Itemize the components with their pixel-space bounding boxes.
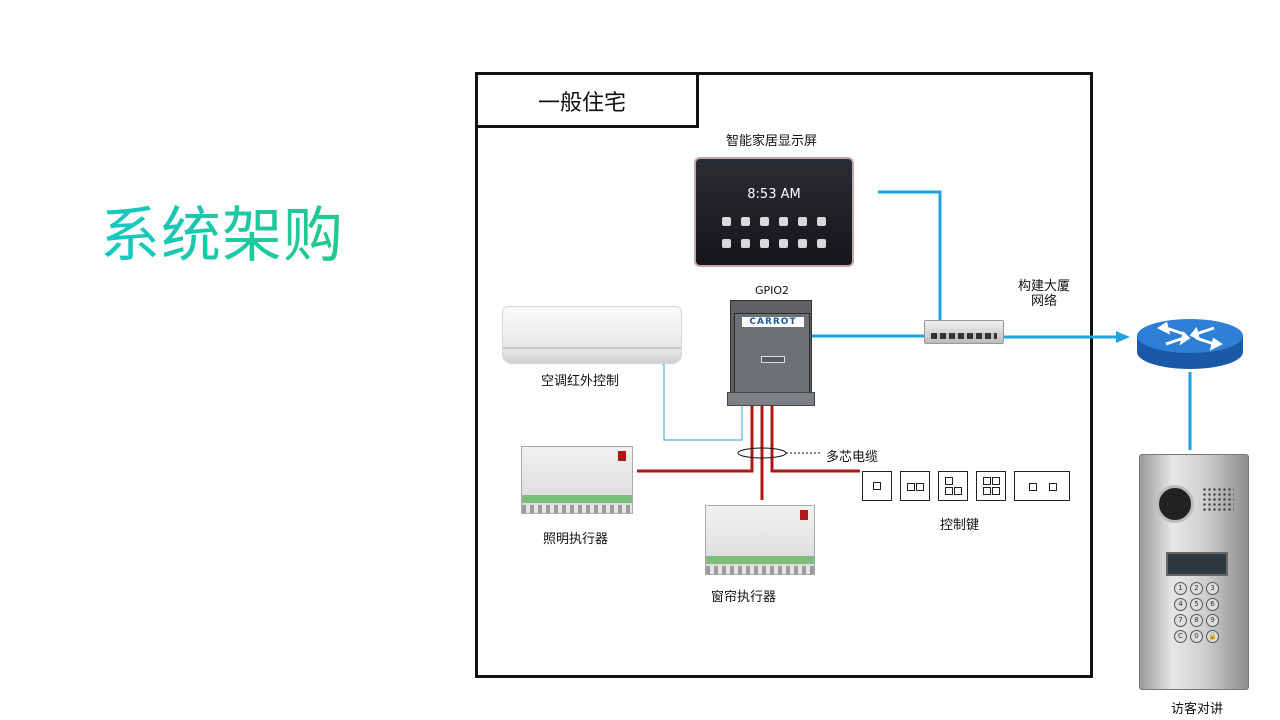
- keypad-key: 5: [1190, 598, 1203, 611]
- door-camera: [1156, 485, 1194, 523]
- cable-label: 多芯电缆: [826, 450, 879, 465]
- ac-label: 空调红外控制: [541, 374, 620, 389]
- keys-wire: [770, 404, 860, 473]
- panel-icon: [722, 239, 731, 248]
- gpio-slot: [761, 356, 785, 363]
- panel-icon: [760, 239, 769, 248]
- keypad-key: 0: [1190, 630, 1203, 643]
- control-key-2: [900, 471, 930, 501]
- lighting-label: 照明执行器: [543, 532, 609, 547]
- panel-icon: [760, 217, 769, 226]
- keypad-key: 4: [1174, 598, 1187, 611]
- gpio-module: CARROT: [730, 300, 812, 400]
- panel-icon: [779, 217, 788, 226]
- panel-icon: [722, 217, 731, 226]
- network-label-line2: 网络: [1031, 294, 1058, 309]
- panel-icon: [779, 239, 788, 248]
- router-arrow: [1116, 331, 1130, 343]
- panel-icon: [817, 239, 826, 248]
- display-network-wire: [878, 190, 942, 327]
- smart-home-display: 8:53 AM: [694, 157, 854, 267]
- panel-icon: [741, 217, 750, 226]
- panel-icon: [741, 239, 750, 248]
- network-label-line1: 构建大厦: [1018, 279, 1071, 294]
- display-label: 智能家居显示屏: [726, 134, 818, 149]
- lighting-actuator-image: [521, 446, 633, 514]
- network-label: 构建大厦 网络: [1018, 279, 1070, 309]
- keypad-key: 🔒: [1206, 630, 1219, 643]
- air-conditioner-image: [502, 306, 682, 364]
- router-icon: [1137, 319, 1243, 369]
- panel-icon: [798, 217, 807, 226]
- slide-title: 系统架购: [100, 196, 344, 276]
- gpio-brand-logo: CARROT: [742, 317, 804, 327]
- panel-icon: [798, 239, 807, 248]
- curtain-label: 窗帘执行器: [711, 590, 777, 605]
- residence-frame-tab: 一般住宅: [475, 72, 699, 128]
- keypad-key: 6: [1206, 598, 1219, 611]
- keypad-key: 8: [1190, 614, 1203, 627]
- keypad-key: 1: [1174, 582, 1187, 595]
- ir-wire: [662, 363, 743, 441]
- keypad-key: C: [1174, 630, 1187, 643]
- display-time: 8:53 AM: [747, 187, 801, 202]
- network-switch: [924, 320, 1004, 344]
- door-label: 访客对讲: [1171, 702, 1224, 717]
- gpio-mount-foot: [727, 392, 815, 406]
- curtain-actuator-image: [705, 505, 815, 575]
- keypad-key: 7: [1174, 614, 1187, 627]
- panel-icon: [817, 217, 826, 226]
- control-key-4: [976, 471, 1006, 501]
- door-lcd: [1166, 552, 1228, 576]
- keypad-key: 2: [1190, 582, 1203, 595]
- control-key-1: [862, 471, 892, 501]
- residence-frame: [475, 72, 1093, 678]
- control-key-5: [1014, 471, 1070, 501]
- control-key-3: [938, 471, 968, 501]
- gpio-face: CARROT: [734, 313, 810, 393]
- keys-label: 控制键: [940, 518, 980, 533]
- keypad-key: 3: [1206, 582, 1219, 595]
- residence-frame-title: 一般住宅: [538, 91, 627, 116]
- gpio-label: GPIO2: [755, 284, 790, 297]
- keypad-key: 9: [1206, 614, 1219, 627]
- lighting-wire: [637, 404, 754, 473]
